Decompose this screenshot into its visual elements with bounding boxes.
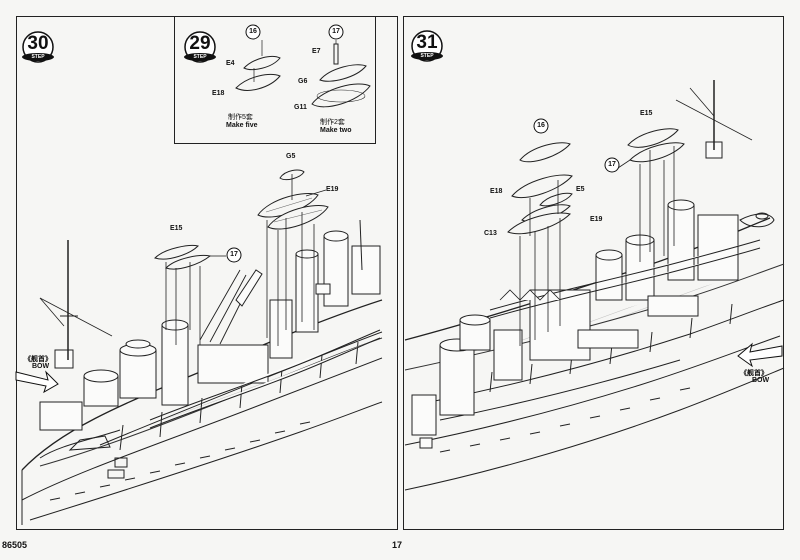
make-five-en: Make five [226, 122, 258, 129]
make-five-cn: 制作5套 [228, 114, 253, 121]
step-31-bow-arrow [737, 342, 783, 368]
step-31-lifeboats [507, 128, 685, 235]
inset-callout-17-label: 17 [332, 28, 340, 35]
make-two-cn: 制作2套 [320, 119, 345, 126]
make-two-en: Make two [320, 127, 352, 134]
step-31-panel [403, 16, 784, 530]
step31-bow-cn: 《舰首》 [740, 370, 768, 377]
inset-part-g11: G11 [294, 104, 307, 111]
page-number: 17 [392, 540, 403, 550]
step30-part-e15: E15 [170, 225, 183, 232]
step31-callout-16-label: 16 [537, 122, 545, 129]
step-badge-29 [184, 31, 216, 63]
step-29-word: STEP [193, 54, 207, 60]
step-30-word: STEP [31, 54, 45, 60]
inset-part-g6: G6 [298, 78, 308, 85]
step-31-number: 31 [416, 32, 438, 53]
inset-callout-16 [245, 24, 261, 40]
step-29-parts [235, 40, 371, 108]
callout-circles [226, 24, 620, 263]
step-29-number: 29 [189, 33, 211, 54]
step31-bow-en: BOW [752, 377, 770, 384]
inset-part-e4: E4 [226, 60, 235, 67]
step31-part-e15: E15 [640, 110, 653, 117]
inset-part-e18: E18 [212, 90, 225, 97]
step31-part-c13: C13 [484, 230, 497, 237]
step31-part-e18: E18 [490, 188, 503, 195]
step-31-leader-lines [519, 146, 675, 346]
step31-callout-17 [604, 157, 620, 173]
step30-bow-cn: 《舰首》 [24, 356, 52, 363]
step30-bow-en: BOW [32, 363, 50, 370]
step31-part-e19: E19 [590, 216, 603, 223]
step-30-leader-lines [165, 174, 327, 346]
inset-callout-16-label: 16 [249, 28, 257, 35]
step30-part-g5: G5 [286, 153, 296, 160]
kit-number: 86505 [2, 540, 28, 550]
inset-part-e7: E7 [312, 48, 321, 55]
step30-part-e19: E19 [326, 186, 339, 193]
step-30-superstructure [39, 219, 381, 431]
step-30-bow-arrow [15, 370, 59, 394]
step-badge-30 [22, 31, 54, 63]
inset-callout-17 [328, 24, 344, 40]
step30-callout-17 [226, 247, 242, 263]
step31-callout-17-label: 17 [608, 161, 616, 168]
step31-part-e5: E5 [576, 186, 585, 193]
step31-callout-16 [533, 118, 549, 134]
step-31-word: STEP [420, 53, 434, 59]
step30-callout-17-label: 17 [230, 251, 238, 258]
step-30-number: 30 [27, 33, 49, 54]
step-31-superstructure [411, 80, 761, 449]
step-badge-31 [411, 30, 443, 62]
step-30-ship-hull [21, 299, 383, 525]
